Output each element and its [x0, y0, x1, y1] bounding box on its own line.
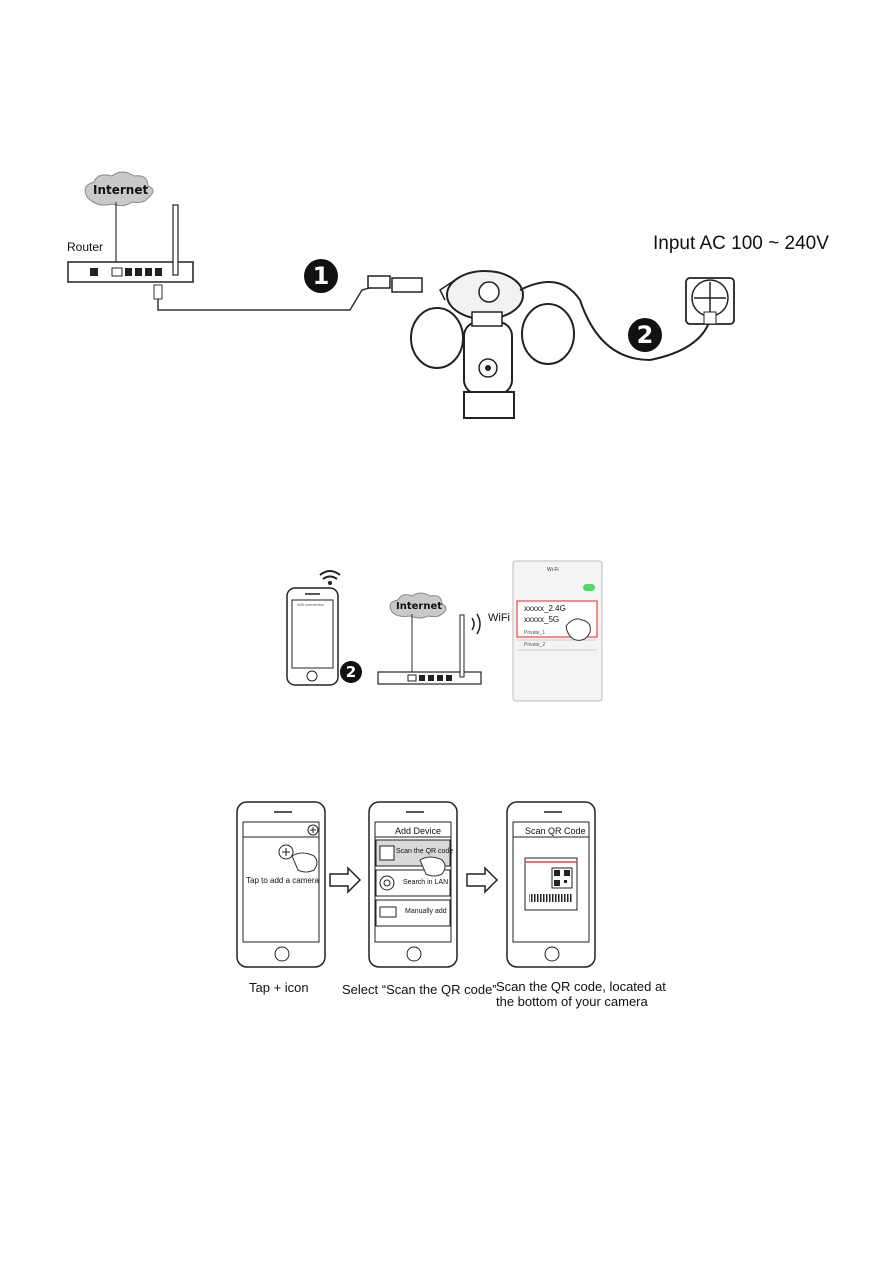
qr-code-icon — [551, 867, 573, 889]
settings-header: Wi-Fi — [547, 567, 559, 573]
network-item: Private_2 — [524, 642, 546, 648]
floodlight-camera-icon — [410, 270, 575, 419]
hand-pointer-icon — [419, 856, 446, 877]
power-outlet-icon — [685, 277, 735, 325]
step-1-badge: 1 — [304, 259, 338, 293]
caption-step-3-line2: the bottom of your camera — [496, 994, 648, 1009]
search-lan-option: Search in LAN — [403, 879, 449, 886]
phone-icon — [286, 587, 339, 686]
router-icon — [67, 204, 194, 283]
network-item: xxxxx_2.4G — [524, 604, 566, 613]
app-steps-illustration — [236, 801, 596, 968]
hand-pointer-icon — [565, 618, 591, 641]
router-icon — [377, 613, 482, 685]
barcode-icon — [529, 894, 573, 902]
network-item: xxxxx_5G — [524, 615, 560, 624]
step-2-badge: 2 — [340, 661, 362, 683]
network-item: Private_1 — [524, 630, 546, 636]
power-input-label: Input AC 100 ~ 240V — [653, 233, 829, 254]
router-label: Router — [67, 240, 104, 254]
caption-step-2: Select “Scan the QR code” — [342, 982, 497, 997]
caption-step-1: Tap + icon — [249, 980, 309, 995]
internet-label: Internet — [93, 183, 149, 197]
internet-cloud-icon — [389, 592, 447, 619]
phone-step-3 — [506, 801, 596, 968]
step-2-badge: 2 — [628, 318, 662, 352]
wifi-settings-screen — [512, 560, 603, 702]
add-icon — [278, 844, 294, 860]
hand-pointer-icon — [291, 852, 318, 873]
qr-code-icon — [379, 845, 395, 861]
scan-qr-title: Scan QR Code — [525, 826, 586, 836]
phone-step-2 — [368, 801, 458, 968]
internet-label: Internet — [396, 601, 443, 612]
wifi-icon — [319, 570, 341, 585]
wifi-label: WiFi — [488, 612, 510, 624]
caption-step-3-line1: Scan the QR code, located at — [496, 979, 666, 994]
arrow-right-icon — [329, 866, 362, 894]
arrow-right-icon — [466, 866, 499, 894]
keyboard-icon — [379, 906, 397, 918]
manually-add-option: Manually add — [405, 908, 447, 915]
wiring-illustration — [67, 171, 735, 419]
internet-cloud-icon — [84, 171, 154, 207]
phone-step-1 — [236, 801, 326, 968]
add-device-title: Add Device — [395, 826, 442, 836]
ethernet-connector-icon — [367, 275, 423, 293]
phone-screen-label: Wifi connection — [297, 602, 325, 607]
scan-qr-option: Scan the QR code — [396, 848, 454, 855]
wifi-illustration — [286, 560, 603, 702]
phone1-instruction: Tap to add a camera — [246, 876, 319, 885]
add-icon — [307, 824, 319, 836]
